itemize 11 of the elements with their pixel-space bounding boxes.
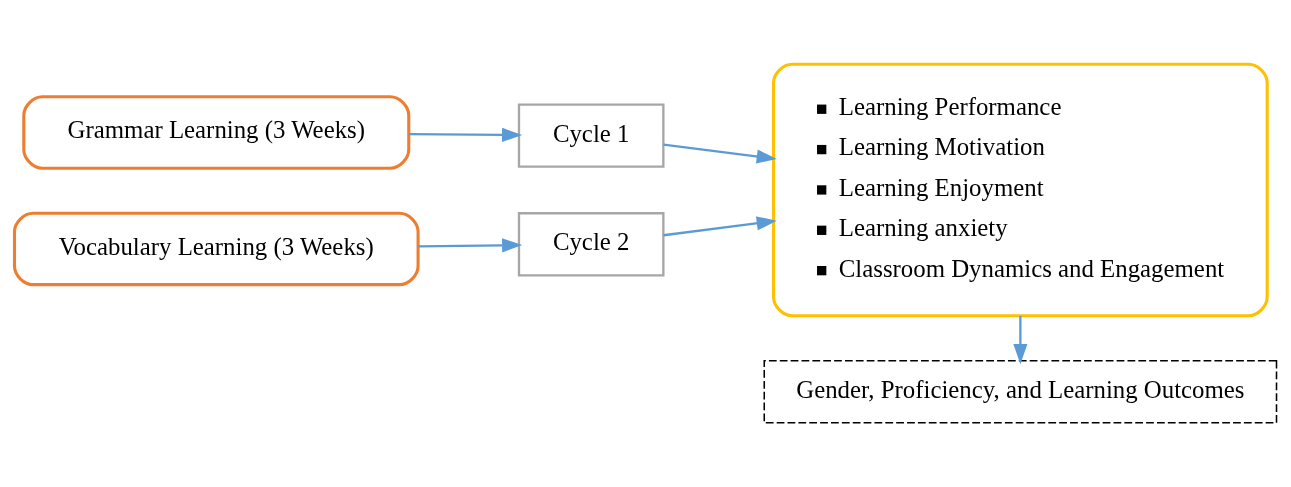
arrow <box>663 216 777 237</box>
node-box: Cycle 2 <box>517 212 665 277</box>
arrow <box>1013 315 1028 365</box>
node-box: Grammar Learning (3 Weeks) <box>22 95 411 170</box>
node-box: Cycle 1 <box>517 103 665 168</box>
node-box: Learning Performance Learning Motivation Learning Enjoyment Learning anxiety Classroom Dynamics and Engagement <box>772 62 1269 318</box>
arrow <box>418 238 523 253</box>
node-box: Gender, Proficiency, and Learning Outcomes <box>763 359 1278 424</box>
arrow <box>663 143 777 164</box>
node-box: Vocabulary Learning (3 Weeks) <box>12 211 420 287</box>
arrow <box>409 127 523 142</box>
